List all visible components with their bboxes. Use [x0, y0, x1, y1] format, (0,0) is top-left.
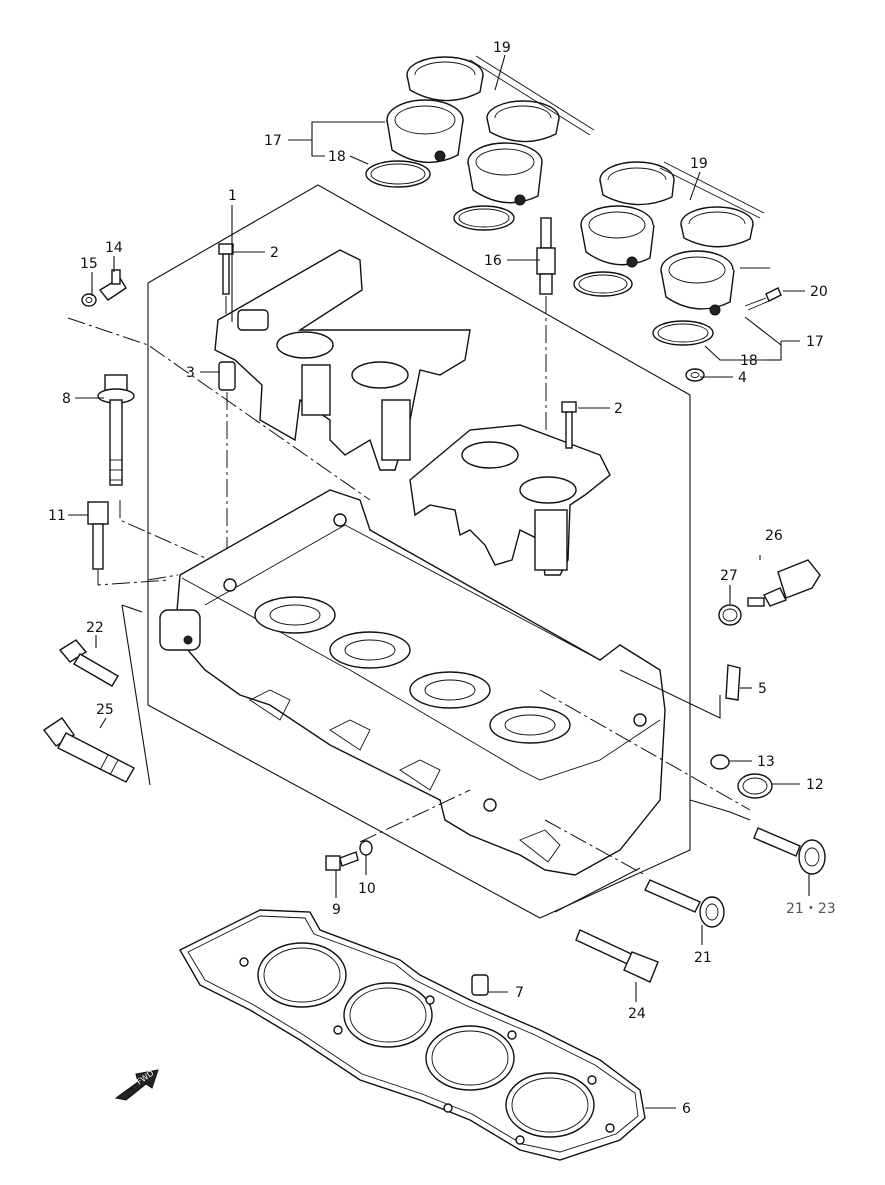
- callout-2-left: 2: [270, 245, 279, 261]
- cylinder-head: [159, 489, 666, 876]
- callout-26: 26: [765, 528, 783, 544]
- intake-pipe-group-left: [365, 55, 595, 231]
- bolt-11: [87, 501, 171, 586]
- dowel-3: [218, 361, 236, 560]
- washer-15: [81, 293, 97, 307]
- guide-5: [619, 664, 741, 719]
- fwd-arrow-icon: FWD: [114, 1069, 159, 1101]
- callout-14: 14: [105, 240, 123, 256]
- screw-20: [744, 287, 782, 311]
- callout-9: 9: [332, 902, 341, 918]
- callout-13: 13: [757, 754, 775, 770]
- callout-labels: 1 2 2 3 4 5 6 7 8 9 10 11 12 13 14 15 16…: [48, 40, 836, 1117]
- callout-27: 27: [720, 568, 738, 584]
- callout-17-right: 17: [806, 334, 824, 350]
- washer-10: [359, 840, 373, 856]
- callout-21: 21: [694, 950, 712, 966]
- callout-19-right: 19: [690, 156, 708, 172]
- leader-lines: [68, 54, 810, 1109]
- bolt-21-23: [753, 827, 826, 875]
- callout-1: 1: [228, 188, 237, 204]
- callout-21-23: 21・23: [786, 901, 836, 917]
- o-ring-12: [737, 773, 773, 799]
- bolt-22: [58, 639, 119, 687]
- callout-24: 24: [628, 1006, 646, 1022]
- callout-25: 25: [96, 702, 114, 718]
- intake-pipe-group-right: [573, 161, 765, 346]
- callout-18-left: 18: [328, 149, 346, 165]
- stud-24: [575, 929, 659, 983]
- assembly-frame: [147, 184, 691, 919]
- camshaft-holder-right: [409, 424, 611, 576]
- callout-8: 8: [62, 391, 71, 407]
- head-gasket-6: [179, 909, 646, 1161]
- callout-15: 15: [80, 256, 98, 272]
- bolt-8: [97, 374, 211, 561]
- callout-10: 10: [358, 881, 376, 897]
- callout-7: 7: [515, 985, 524, 1001]
- callout-20: 20: [810, 284, 828, 300]
- callout-3: 3: [186, 365, 195, 381]
- bolt-2-left: [218, 243, 234, 315]
- bolt-21: [644, 879, 725, 928]
- bolt-2-right: [561, 401, 577, 449]
- washer-4: [685, 368, 705, 382]
- callout-19-left: 19: [493, 40, 511, 56]
- callout-22: 22: [86, 620, 104, 636]
- callout-16: 16: [484, 253, 502, 269]
- callout-17-left: 17: [264, 133, 282, 149]
- callout-18-right: 18: [740, 353, 758, 369]
- temperature-sensor-26: [747, 559, 821, 607]
- callout-12: 12: [806, 777, 824, 793]
- union-14: [98, 269, 127, 301]
- camshaft-holder-left: [214, 249, 471, 471]
- callout-4: 4: [738, 370, 747, 386]
- bolt-25: [42, 717, 135, 783]
- callout-6: 6: [682, 1101, 691, 1117]
- bolt-9: [325, 851, 359, 871]
- o-ring-13: [710, 754, 730, 770]
- callout-11: 11: [48, 508, 66, 524]
- callout-2-right: 2: [614, 401, 623, 417]
- callout-5: 5: [758, 681, 767, 697]
- dowel-7: [471, 974, 489, 996]
- washer-27: [718, 604, 742, 626]
